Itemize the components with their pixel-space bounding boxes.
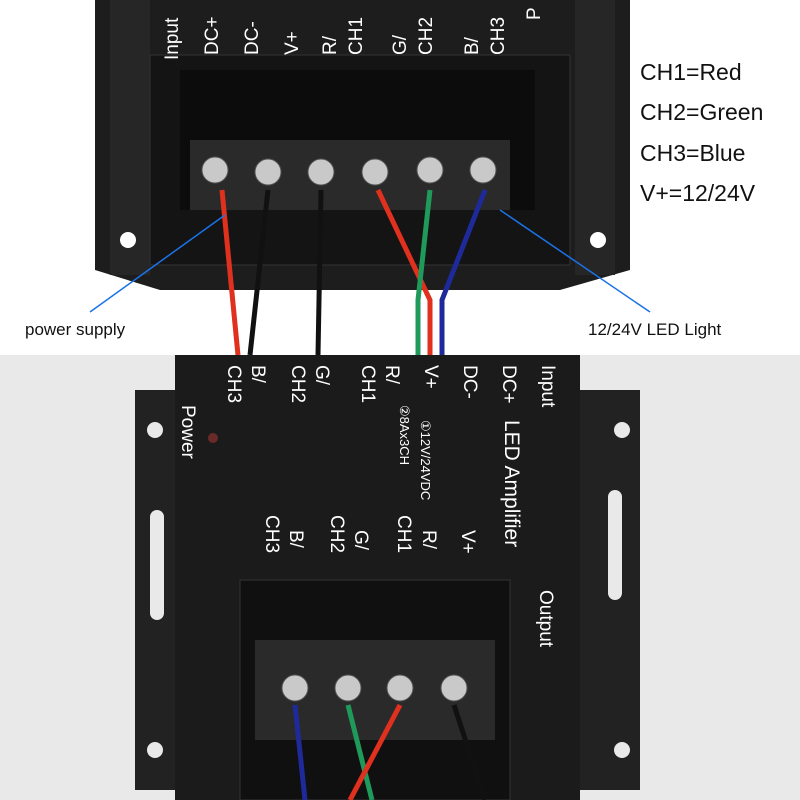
svg-text:Output: Output [535, 590, 556, 648]
product-title: LED Amplifier [500, 420, 523, 547]
mount-hole-icon [120, 232, 136, 248]
channel-legend: CH1=Red CH2=Green CH3=Blue V+=12/24V [640, 59, 763, 206]
power-supply-caption: power supply [25, 320, 126, 339]
svg-text:CH2: CH2 [326, 515, 347, 553]
svg-text:R/: R/ [381, 365, 402, 385]
svg-text:CH3: CH3 [261, 515, 282, 553]
svg-text:CH1: CH1 [393, 515, 414, 553]
svg-text:G/: G/ [390, 34, 411, 55]
bottom-terminals [281, 674, 468, 702]
top-labels: Input DC+ DC- V+ R/ CH1 G/ CH2 B/ CH3 P [162, 7, 545, 60]
top-terminals [201, 156, 497, 186]
svg-text:Input: Input [162, 17, 183, 60]
svg-text:CH2: CH2 [287, 365, 308, 403]
bottom-labels: Input DC+ DC- V+ R/ CH1 G/ CH2 B/ CH3 LE… [177, 365, 558, 648]
svg-text:B/: B/ [247, 365, 268, 384]
svg-text:V+: V+ [282, 31, 303, 55]
svg-text:CH2: CH2 [416, 17, 437, 55]
svg-text:CH3=Blue: CH3=Blue [640, 140, 745, 166]
svg-text:R/: R/ [320, 35, 341, 55]
svg-text:G/: G/ [350, 530, 371, 551]
bottom-wires [292, 703, 488, 800]
svg-text:DC-: DC- [459, 365, 480, 399]
svg-text:P: P [524, 7, 545, 20]
top-wires [219, 188, 488, 356]
svg-text:CH1=Red: CH1=Red [640, 59, 742, 85]
mount-slot-icon [608, 490, 622, 600]
svg-text:Power: Power [177, 405, 198, 460]
svg-text:CH3: CH3 [488, 17, 509, 55]
power-led-icon [208, 433, 218, 443]
svg-text:B/: B/ [285, 530, 306, 549]
svg-text:DC-: DC- [242, 21, 263, 55]
svg-text:G/: G/ [311, 365, 332, 386]
led-light-caption: 12/24V LED Light [588, 320, 722, 339]
svg-text:CH2=Green: CH2=Green [640, 99, 763, 125]
svg-text:①12V/24VDC: ①12V/24VDC [418, 420, 433, 500]
svg-text:B/: B/ [462, 36, 483, 55]
svg-text:Input: Input [537, 365, 558, 408]
svg-text:CH1: CH1 [346, 17, 367, 55]
svg-text:V+: V+ [457, 530, 478, 554]
top-device [95, 0, 630, 290]
mount-hole-icon [590, 232, 606, 248]
svg-text:CH1: CH1 [357, 365, 378, 403]
svg-text:V+: V+ [420, 365, 441, 389]
svg-text:DC+: DC+ [202, 16, 223, 55]
svg-text:V+=12/24V: V+=12/24V [640, 180, 756, 206]
svg-text:R/: R/ [418, 530, 439, 550]
svg-text:②8Ax3CH: ②8Ax3CH [397, 405, 412, 465]
mount-slot-icon [150, 510, 164, 620]
svg-text:DC+: DC+ [498, 365, 519, 404]
callouts [89, 209, 651, 313]
svg-text:CH3: CH3 [223, 365, 244, 403]
